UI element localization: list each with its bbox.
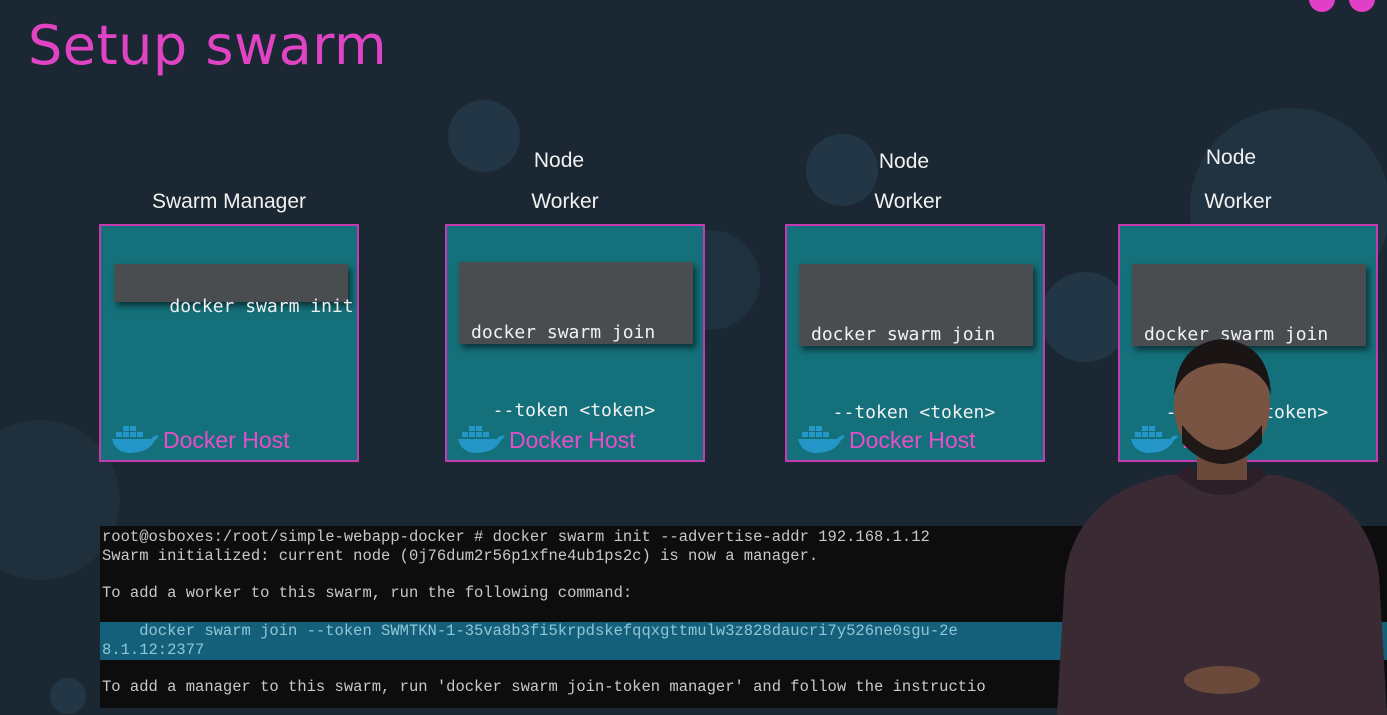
manager-command-box: docker swarm init	[114, 264, 354, 317]
terminal-line: To add a manager to this swarm, run 'doc…	[102, 678, 986, 697]
manager-host-label: Docker Host	[163, 427, 290, 453]
worker-1-command-line: --token <token>	[471, 400, 656, 421]
manager-role-label: Swarm Manager	[151, 190, 307, 213]
worker-3-role-label: Worker	[1204, 190, 1272, 213]
worker-2-command-box: docker swarm join --token <token>	[799, 264, 1033, 423]
docker-whale-icon	[1131, 426, 1178, 453]
worker-3-node-label: Node	[1205, 146, 1257, 169]
worker-1-host-box: docker swarm join --token <token> Docker…	[445, 224, 705, 462]
worker-1-role-label: Worker	[531, 190, 599, 213]
worker-1-node-label: Node	[533, 149, 585, 172]
worker-2-host-box: docker swarm join --token <token> Docker…	[785, 224, 1045, 462]
worker-1-command-line: docker swarm join	[471, 322, 656, 343]
manager-command: docker swarm init	[169, 296, 354, 317]
background-circle	[806, 134, 878, 206]
docker-whale-icon	[458, 426, 505, 453]
worker-2-role-label: Worker	[874, 190, 942, 213]
worker-1-command-box: docker swarm join --token <token>	[459, 262, 693, 421]
worker-3-command-line: docker swarm join	[1144, 324, 1329, 345]
worker-1-host-label: Docker Host	[509, 427, 636, 453]
worker-2-host-label: Docker Host	[849, 427, 976, 453]
worker-2-node-label: Node	[878, 150, 930, 173]
worker-2-command-line: docker swarm join	[811, 324, 996, 345]
slide-decoration	[1309, 0, 1375, 12]
terminal-line: root@osboxes:/root/simple-webapp-docker …	[102, 528, 930, 546]
terminal-line: Swarm initialized: current node (0j76dum…	[102, 546, 819, 565]
background-circle	[1040, 272, 1130, 362]
terminal-line: To add a worker to this swarm, run the f…	[102, 584, 633, 603]
background-circle	[50, 678, 86, 714]
background-circle	[448, 100, 520, 172]
docker-whale-icon	[112, 426, 159, 453]
docker-whale-icon	[798, 426, 845, 453]
worker-2-command-line: --token <token>	[811, 402, 996, 423]
manager-host-box: docker swarm init Docker Host	[99, 224, 359, 462]
slide-title: Setup swarm	[28, 14, 388, 77]
presenter-video-overlay	[1057, 339, 1387, 715]
